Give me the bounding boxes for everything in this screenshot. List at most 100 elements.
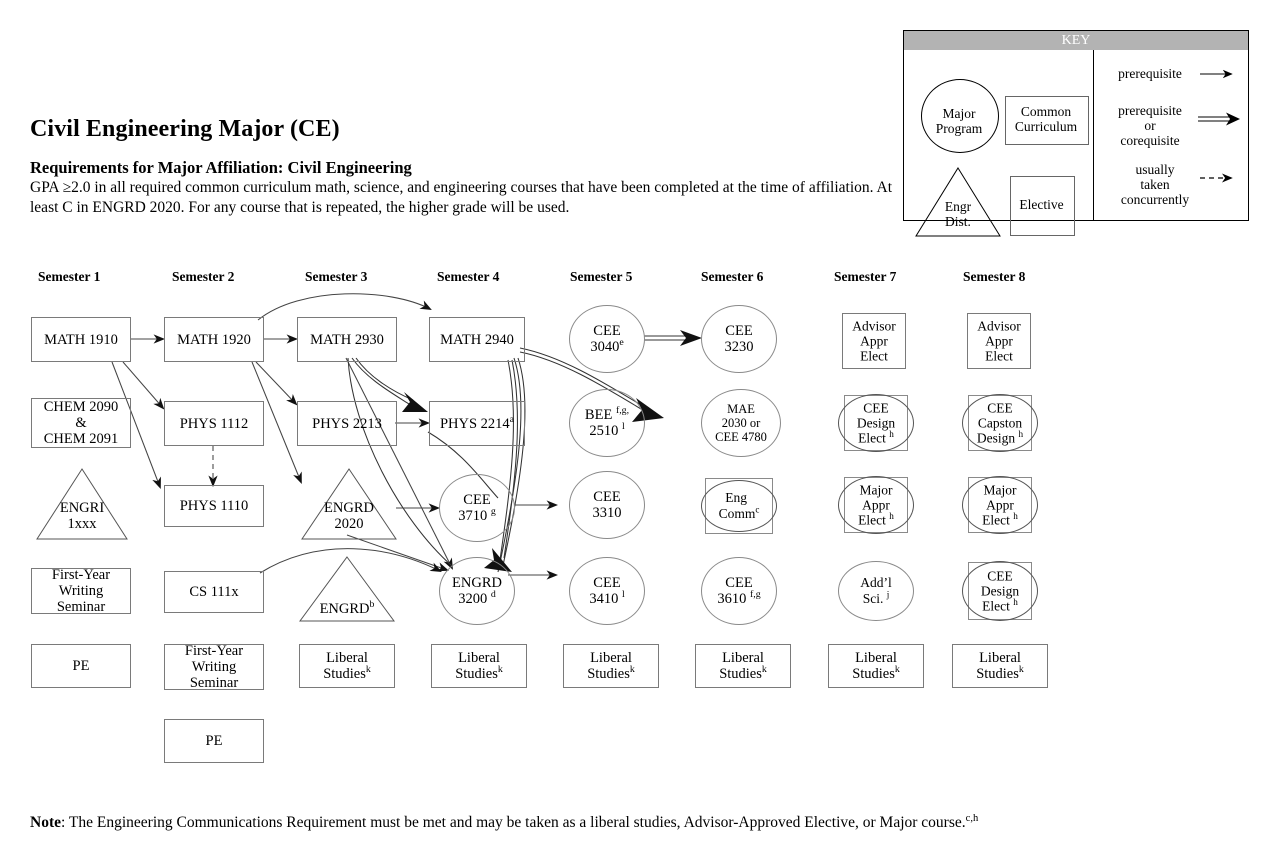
node-phys2214[interactable]: PHYS 2214a — [429, 401, 525, 446]
page-title: Civil Engineering Major (CE) — [30, 116, 340, 142]
key-arrow-glyphs — [1198, 69, 1240, 183]
node-bee2510[interactable]: BEE f,g,2510 l — [569, 389, 645, 457]
footer-note: Note: The Engineering Communications Req… — [30, 813, 1230, 833]
node-math2930[interactable]: MATH 2930 — [297, 317, 397, 362]
node-phys2214-label: PHYS 2214a — [439, 413, 515, 432]
node-phys2213[interactable]: PHYS 2213 — [297, 401, 397, 446]
node-phys1110-label: PHYS 1110 — [179, 498, 249, 514]
semester-header-7: Semester 7 — [834, 269, 897, 284]
semester-header-6: Semester 6 — [701, 269, 764, 284]
node-chem2090[interactable]: CHEM 2090&CHEM 2091 — [31, 398, 131, 448]
node-phys1112-label: PHYS 1112 — [179, 415, 249, 432]
node-pe-1[interactable]: PE — [31, 644, 131, 688]
key-shape-major-program — [921, 79, 999, 153]
node-bee2510-label: BEE f,g,2510 l — [584, 405, 630, 439]
key-label-prerequisite: prerequisite — [1118, 66, 1182, 81]
key-label-elective: Elective — [1019, 197, 1064, 212]
node-chem2090-label: CHEM 2090&CHEM 2091 — [43, 399, 119, 447]
key-divider — [1093, 50, 1094, 221]
node-engrd-b[interactable]: ENGRDb — [299, 556, 395, 622]
cee-design-elect-8-oval — [962, 561, 1038, 621]
node-eng-comm[interactable]: Eng Commc — [701, 478, 777, 534]
node-math1910[interactable]: MATH 1910 — [31, 317, 131, 362]
node-phys2213-label: PHYS 2213 — [312, 415, 382, 432]
node-phys1112[interactable]: PHYS 1112 — [164, 401, 264, 446]
note-superscript: c,h — [965, 812, 979, 824]
node-math2940[interactable]: MATH 2940 — [429, 317, 525, 362]
eng-comm-oval — [701, 480, 777, 532]
node-math1920[interactable]: MATH 1920 — [164, 317, 264, 362]
major-appr-elect-8-oval — [962, 476, 1038, 534]
node-phys1110[interactable]: PHYS 1110 — [164, 485, 264, 527]
node-pe-1-label: PE — [72, 658, 90, 674]
major-appr-elect-7-oval — [838, 476, 914, 534]
cee-design-elect-7-oval — [838, 394, 914, 452]
semester-header-3: Semester 3 — [305, 269, 368, 284]
semester-header-5: Semester 5 — [570, 269, 633, 284]
key-shape-engr-dist — [914, 166, 1002, 238]
semester-header-8: Semester 8 — [963, 269, 1026, 284]
node-cs111x[interactable]: CS 111x — [164, 571, 264, 613]
cee-capstone-design-oval — [962, 394, 1038, 452]
affiliation-requirements-text: GPA ≥2.0 in all required common curricul… — [30, 179, 893, 216]
node-math1920-label: MATH 1920 — [177, 331, 251, 348]
node-engrd-b-label: ENGRDb — [319, 598, 375, 617]
node-cs111x-label: CS 111x — [189, 584, 239, 600]
node-pe-2[interactable]: PE — [164, 719, 264, 763]
key-shape-common-curriculum — [1005, 96, 1089, 145]
note-label: Note — [30, 814, 61, 831]
